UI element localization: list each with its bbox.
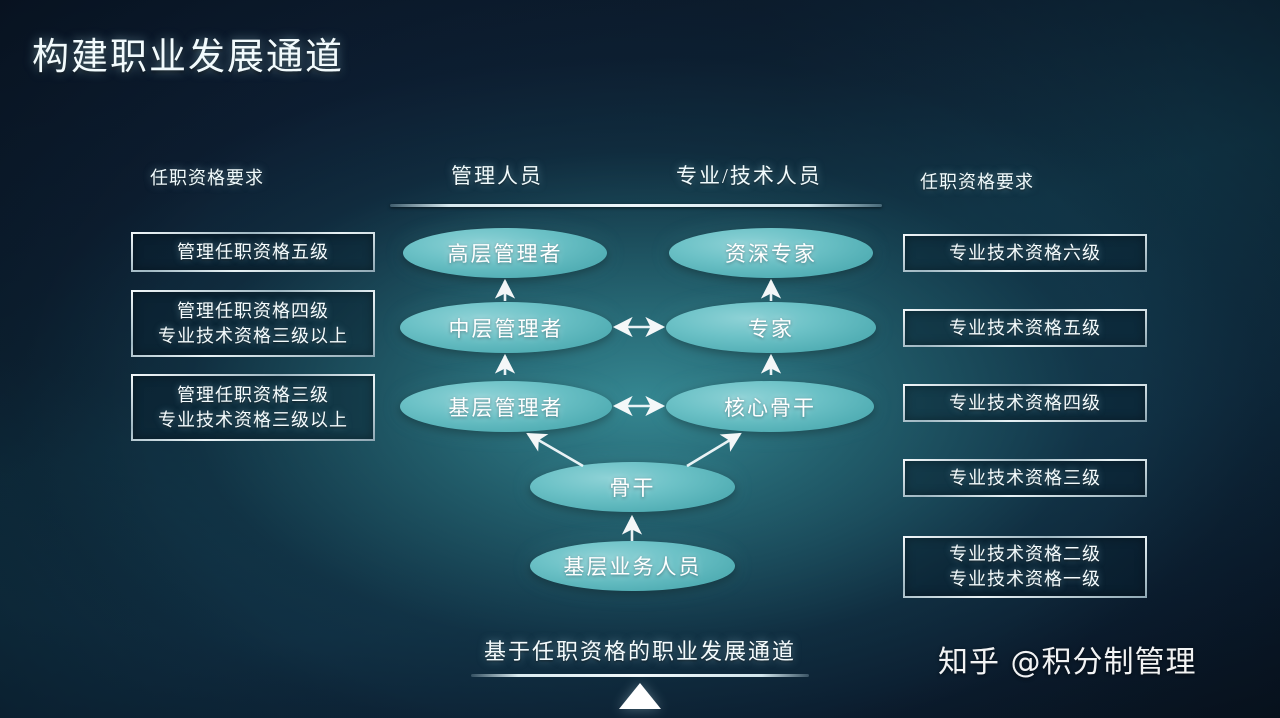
node-frontline-manager-label: 基层管理者 xyxy=(448,395,564,420)
right-box-5-line-1: 专业技术资格二级 xyxy=(949,544,1101,565)
node-senior-expert-label: 资深专家 xyxy=(725,242,817,266)
node-expert[interactable]: 专家 xyxy=(666,302,876,353)
node-middle-manager-label: 中层管理者 xyxy=(448,316,564,341)
left-qualification-box-1: 管理任职资格五级 xyxy=(131,232,375,272)
right-box-1-line-1: 专业技术资格六级 xyxy=(949,242,1101,263)
node-middle-manager[interactable]: 中层管理者 xyxy=(400,302,612,353)
right-box-5-line-2: 专业技术资格一级 xyxy=(949,569,1101,589)
node-senior-expert[interactable]: 资深专家 xyxy=(669,228,873,278)
node-backbone[interactable]: 骨干 xyxy=(530,462,735,512)
header-divider-rule xyxy=(390,204,882,207)
up-triangle-icon xyxy=(619,683,661,709)
right-qualification-box-4: 专业技术资格三级 xyxy=(903,459,1147,497)
node-base-staff-label: 基层业务人员 xyxy=(563,555,702,579)
node-core-backbone[interactable]: 核心骨干 xyxy=(666,381,874,432)
left-box-3-line-1: 管理任职资格三级 xyxy=(177,384,329,405)
left-qualification-box-2: 管理任职资格四级 专业技术资格三级以上 xyxy=(131,290,375,357)
right-qualification-box-5: 专业技术资格二级 专业技术资格一级 xyxy=(903,536,1147,598)
left-box-2-line-1: 管理任职资格四级 xyxy=(177,300,329,321)
right-qualification-box-2: 专业技术资格五级 xyxy=(903,309,1147,347)
node-senior-manager[interactable]: 高层管理者 xyxy=(403,228,607,278)
left-qualification-box-3: 管理任职资格三级 专业技术资格三级以上 xyxy=(131,374,375,441)
right-qualification-box-3: 专业技术资格四级 xyxy=(903,384,1147,422)
page-title: 构建职业发展通道 xyxy=(32,37,344,78)
watermark-label: 知乎 @积分制管理 xyxy=(938,645,1197,680)
column-header-technical: 专业/技术人员 xyxy=(676,164,822,188)
right-qualification-box-1: 专业技术资格六级 xyxy=(903,234,1147,272)
node-senior-manager-label: 高层管理者 xyxy=(447,242,563,266)
node-base-staff[interactable]: 基层业务人员 xyxy=(530,541,735,591)
right-box-4-line-1: 专业技术资格三级 xyxy=(949,467,1101,488)
left-box-3-line-2: 专业技术资格三级以上 xyxy=(158,409,348,430)
column-header-left: 任职资格要求 xyxy=(150,168,264,188)
diagram-caption: 基于任职资格的职业发展通道 xyxy=(483,639,796,664)
caption-underline xyxy=(471,674,809,677)
left-box-1-line-1: 管理任职资格五级 xyxy=(177,241,329,262)
node-expert-label: 专家 xyxy=(748,316,794,341)
column-header-right: 任职资格要求 xyxy=(920,172,1034,192)
node-backbone-label: 骨干 xyxy=(609,476,656,500)
node-frontline-manager[interactable]: 基层管理者 xyxy=(400,381,612,432)
right-box-3-line-1: 专业技术资格四级 xyxy=(949,392,1101,413)
arrow-backbone-to-mgmt xyxy=(526,432,584,468)
left-box-2-line-2: 专业技术资格三级以上 xyxy=(158,325,348,346)
column-header-management: 管理人员 xyxy=(451,164,543,188)
right-box-2-line-1: 专业技术资格五级 xyxy=(949,317,1101,338)
node-core-backbone-label: 核心骨干 xyxy=(724,395,816,420)
arrow-backbone-to-tech xyxy=(686,432,742,468)
